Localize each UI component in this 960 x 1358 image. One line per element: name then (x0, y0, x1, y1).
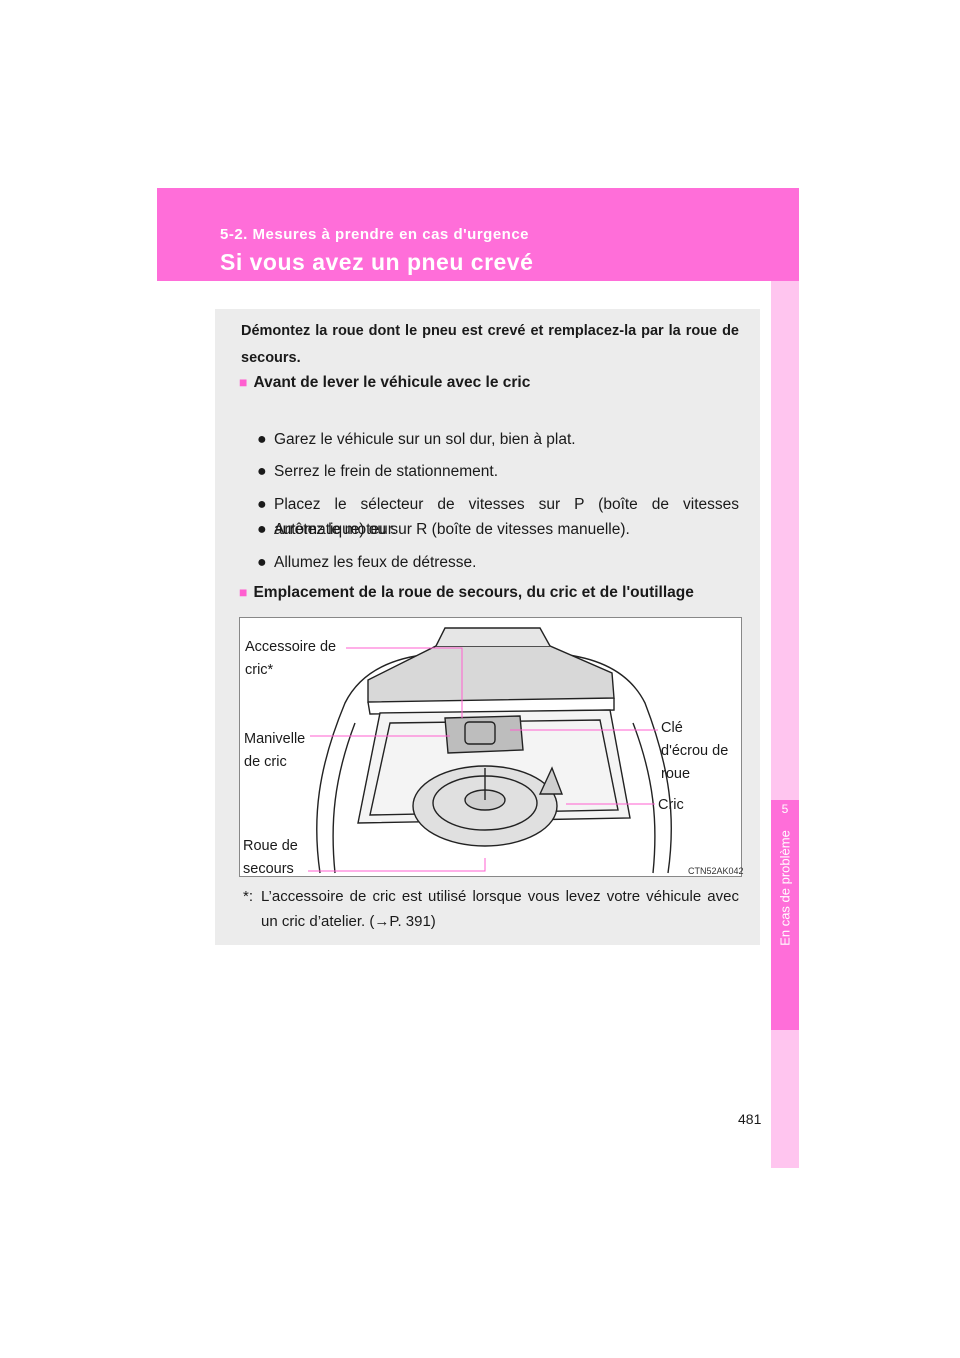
list-item: ● Garez le véhicule sur un sol dur, bien … (257, 427, 739, 452)
list-item-text: Arrêtez le moteur. (274, 521, 397, 538)
footnote-text: L’accessoire de cric est utilisé lorsque… (261, 888, 739, 930)
list-item: ● Placez le sélecteur de vitesses sur P (… (257, 492, 739, 542)
callout-spare-wheel: Roue de secours (243, 838, 298, 877)
square-bullet-icon: ■ (239, 374, 248, 390)
list-item-text: Allumez les feux de détresse. (274, 554, 477, 571)
section-label: 5-2. Mesures à prendre en cas d'urgence (220, 226, 530, 243)
callout-wheel-nut-wrench: Clé d'écrou de roue (661, 720, 729, 782)
page-number: 481 (738, 1111, 762, 1127)
list-item: ● Allumez les feux de détresse. (257, 550, 739, 575)
section-heading-label: Avant de lever le véhicule avec le cric (253, 374, 531, 391)
footnote-mark: *: (243, 888, 254, 905)
section-heading-before-jacking: ■ Avant de lever le véhicule avec le cric (239, 374, 530, 392)
list-item-text: Garez le véhicule sur un sol dur, bien à… (274, 431, 576, 448)
callout-jack-handle: Manivelle de cric (244, 731, 306, 770)
list-item: ● Arrêtez le moteur. (257, 517, 739, 542)
chapter-tab (771, 800, 799, 1030)
side-strip (771, 281, 799, 1168)
section-heading-locations: ■ Emplacement de la roue de secours, du c… (239, 584, 694, 602)
footnote: *: L’accessoire de cric est utilisé lorsq… (243, 884, 739, 934)
callout-jack-accessory: Accessoire de cric* (245, 639, 337, 678)
intro-text: Démontez la roue dont le pneu est crevé … (241, 323, 739, 366)
chapter-number: 5 (781, 802, 789, 816)
trunk-diagram (308, 627, 673, 874)
trunk-illustration (239, 617, 742, 877)
square-bullet-icon: ■ (239, 584, 248, 600)
bullet-icon: ● (257, 496, 267, 513)
bullet-icon: ● (257, 554, 267, 571)
list-item-text: Serrez le frein de stationnement. (274, 463, 499, 480)
bullet-icon: ● (257, 463, 267, 480)
callout-jack: Cric (658, 797, 684, 813)
list-item-text: Placez le sélecteur de vitesses sur P (b… (274, 496, 739, 538)
bullet-icon: ● (257, 431, 267, 448)
header-band (157, 188, 799, 281)
chapter-title: En cas de problème (777, 830, 793, 946)
list-item: ● Serrez le frein de stationnement. (257, 459, 739, 484)
bullet-icon: ● (257, 521, 267, 538)
section-heading-label: Emplacement de la roue de secours, du cr… (253, 584, 694, 601)
page-title: Si vous avez un pneu crevé (220, 249, 534, 275)
figure-code: CTN52AK042 (688, 866, 744, 876)
